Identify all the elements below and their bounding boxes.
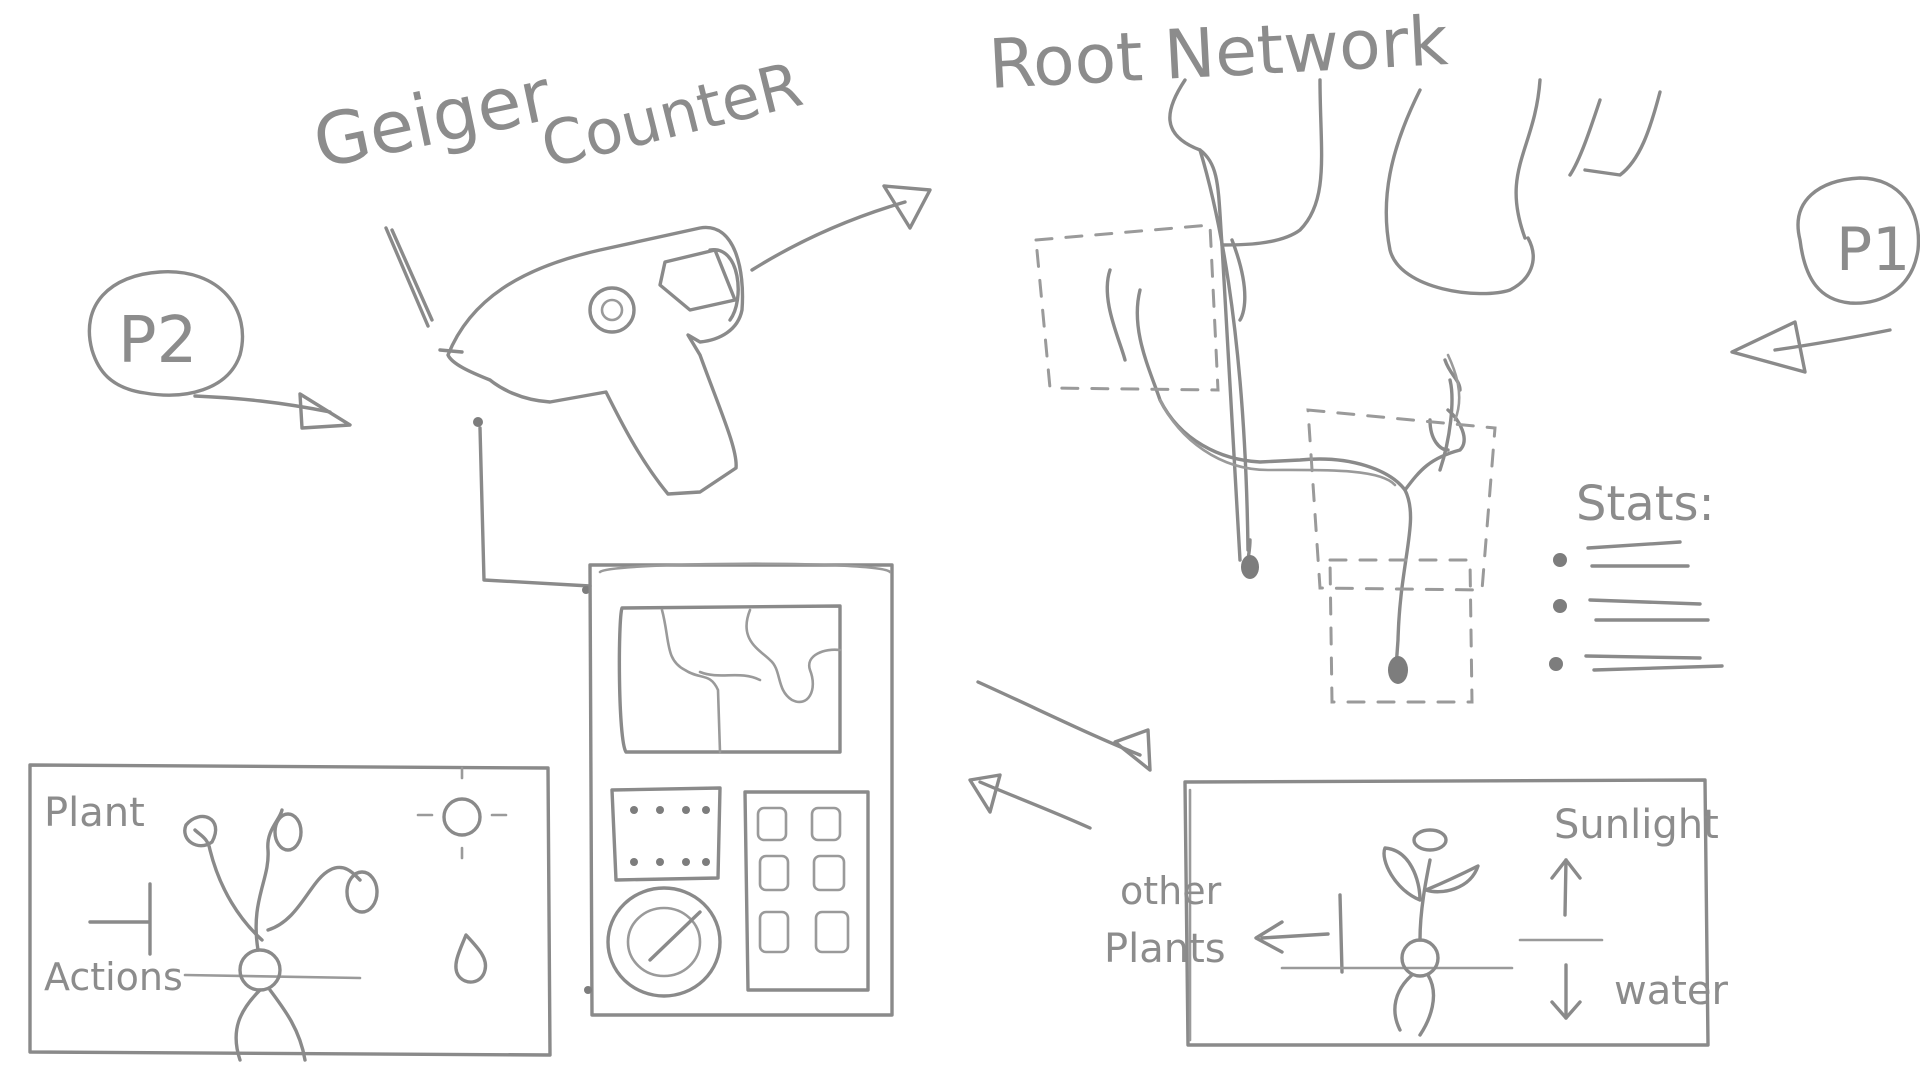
stat-bullet-2 — [1553, 599, 1567, 613]
arrow-geiger-to-roots — [750, 184, 932, 272]
water-label: water — [1614, 968, 1729, 1014]
sprout-sprite — [1382, 828, 1480, 1037]
sun-icon — [416, 766, 508, 860]
down-arrow-icon — [1550, 963, 1582, 1020]
plant-sprite — [183, 808, 379, 1062]
geiger-counter-title: Geiger CounteR — [306, 48, 809, 185]
other-plants-label-line1: other — [1120, 869, 1222, 913]
player1-label: P1 — [1836, 215, 1910, 285]
handheld-device — [584, 562, 894, 1017]
sunlight-label: Sunlight — [1554, 802, 1719, 848]
stat-bullet-1 — [1553, 553, 1567, 567]
arrows-device-plant-view — [968, 680, 1152, 830]
plant-actions-panel: Plant Actions — [28, 763, 552, 1062]
actions-label: Actions — [44, 955, 183, 999]
left-arrow-icon — [1254, 893, 1344, 974]
other-plants-label-line2: Plants — [1104, 926, 1226, 972]
water-drop-icon — [454, 933, 488, 984]
geiger-title-word1: Geiger — [306, 53, 558, 185]
player2-bubble: P2 — [87, 270, 352, 430]
stats-panel: Stats: — [1549, 476, 1724, 672]
stats-label: Stats: — [1576, 476, 1715, 532]
player2-label: P2 — [118, 304, 197, 378]
geiger-title-word2: CounteR — [534, 48, 809, 183]
root-network-title: Root Network — [987, 2, 1451, 105]
stat-bullet-3 — [1549, 657, 1563, 671]
root-network-diagram — [1034, 78, 1662, 704]
up-arrow-icon — [1550, 858, 1582, 917]
geiger-counter-device — [384, 225, 745, 594]
plant-view-panel: other Plants Sunlight water — [1104, 778, 1729, 1047]
player1-bubble: P1 — [1730, 176, 1920, 374]
plant-label: Plant — [44, 790, 145, 836]
